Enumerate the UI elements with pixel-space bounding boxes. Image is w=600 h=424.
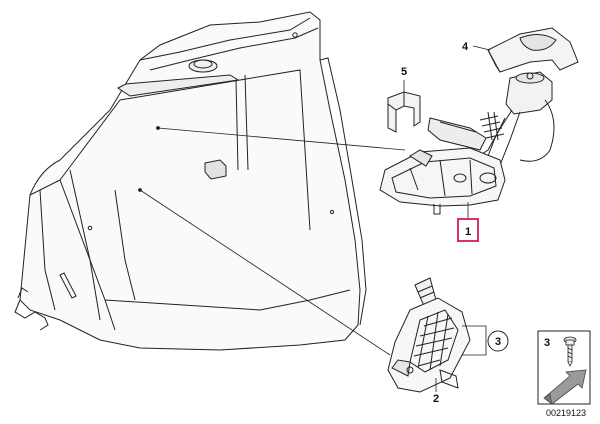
part-4-cover [487, 27, 579, 73]
callout-3-circle [487, 330, 509, 352]
reference-number: 00219123 [546, 408, 586, 418]
part-2-handle-carrier [387, 277, 471, 393]
callout-3: 3 [487, 330, 509, 352]
screw-icon [563, 336, 577, 367]
callout-1-box [457, 218, 479, 242]
callout-4-label: 4 [462, 41, 469, 53]
arrow-icon [543, 369, 587, 405]
legend-box: 3 [537, 330, 591, 405]
callout-3-label: 3 [495, 336, 501, 348]
leader-lines [138, 45, 491, 392]
part-1-lock-assembly [379, 71, 555, 215]
door-panel-housing [14, 11, 367, 351]
callout-1: 1 [457, 218, 479, 242]
legend-item-label: 3 [544, 337, 550, 349]
callout-2-label: 2 [433, 393, 439, 405]
callout-1-label: 1 [465, 226, 471, 238]
part-5-bracket [387, 91, 421, 133]
callout-5-label: 5 [401, 66, 407, 78]
